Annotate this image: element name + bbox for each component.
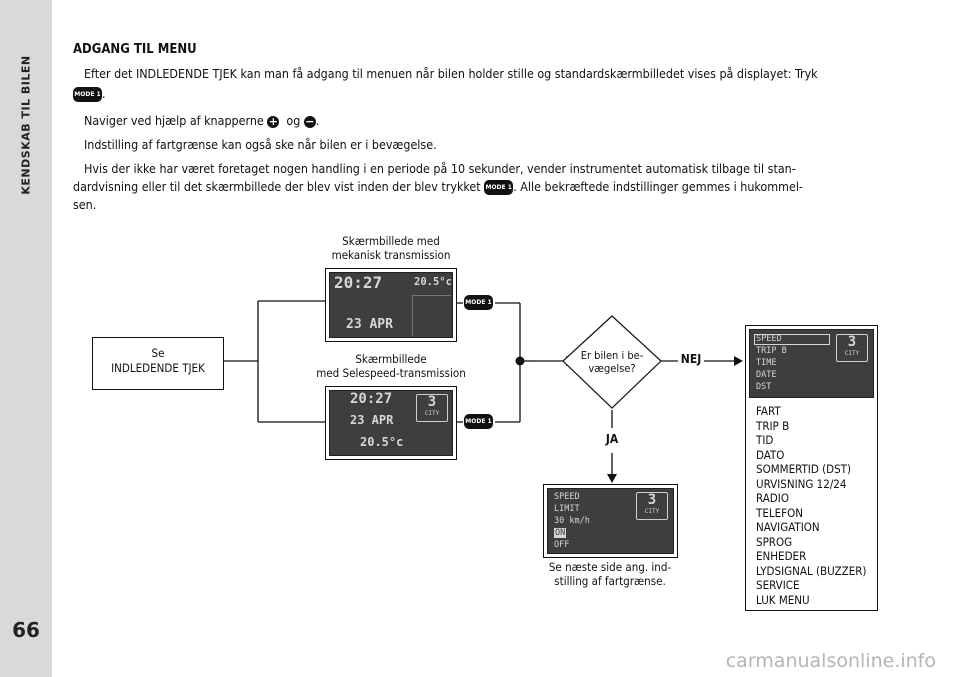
menu-item: LYDSIGNAL (BUZZER) — [756, 563, 867, 578]
decision-line-1: Er bilen i be- — [580, 349, 644, 362]
p2-mid: og — [286, 113, 301, 128]
mode-button-icon: MODE 1 — [73, 87, 102, 102]
menu-item: FART — [756, 404, 781, 418]
speed-caption-line-2: stilling af fartgrænse. — [554, 574, 666, 588]
paragraph-1-line-2: MODE 1. — [73, 86, 106, 102]
menu-item: SPROG — [756, 534, 793, 549]
mode-button-icon: MODE 1 — [464, 414, 493, 429]
selespeed-date: 23 APR — [350, 413, 394, 427]
speed-limit-off: OFF — [554, 540, 570, 550]
selespeed-gear: 3 — [427, 394, 437, 410]
mechanical-label-line-1: Skærmbillede med — [342, 234, 440, 248]
paragraph-4-line-1: Hvis der ikke har været foretaget nogen … — [84, 161, 796, 176]
sidebar: KENDSKAB TIL BILEN 66 — [0, 0, 52, 677]
mechanical-temperature: 20.5°c — [414, 276, 452, 288]
speed-gear-box: 3 CITY — [636, 492, 668, 520]
speed-limit-screen: SPEED LIMIT 30 km/h ON OFF 3 CITY — [547, 488, 674, 554]
initial-check-line-2: INDLEDENDE TJEK — [111, 361, 205, 375]
plus-button-icon: + — [267, 114, 280, 128]
p4-line2-end: . Alle bekræftede indstillinger gemmes i… — [513, 179, 803, 194]
mechanical-date: 23 APR — [346, 317, 393, 332]
selespeed-time: 20:27 — [350, 391, 393, 407]
decision-line-2: vægelse? — [588, 362, 636, 375]
menu-item: TRIP B — [756, 418, 790, 433]
speed-caption-line-1: Se næste side ang. ind- — [548, 560, 672, 574]
paragraph-4-line-2: dardvisning eller til det skærmbillede d… — [73, 179, 803, 195]
menu-item: DATO — [756, 447, 785, 462]
selespeed-screen: 20:27 23 APR 20.5°c 3 CITY — [329, 390, 453, 456]
menu-gear: 3 — [847, 334, 857, 350]
menu-item: SOMMERTID (DST) — [756, 462, 852, 476]
menu-highlight — [754, 334, 830, 345]
speed-gear-mode: CITY — [644, 508, 660, 515]
menu-items-list: FART TRIP B TID DATO SOMMERTID (DST) URV… — [756, 404, 866, 607]
mechanical-time: 20:27 — [334, 273, 383, 292]
menu-item: URVISNING 12/24 — [756, 476, 847, 491]
mechanical-screen-divider — [412, 295, 451, 336]
selespeed-gear-mode: CITY — [424, 410, 440, 417]
paragraph-2: Naviger ved hjælp af knapperne + og −. — [84, 113, 319, 129]
p2-start: Naviger ved hjælp af knapperne — [84, 113, 264, 128]
speed-limit-on: ON — [554, 528, 567, 538]
menu-gear-mode: CITY — [844, 350, 860, 357]
menu-gear-box: 3 CITY — [836, 334, 868, 362]
menu-item: TELEFON — [756, 505, 803, 520]
paragraph-4-line-3: sen. — [73, 197, 97, 212]
selespeed-label-line-1: Skærmbillede — [355, 352, 427, 366]
page-number: 66 — [12, 618, 40, 642]
initial-check-line-1: Se — [151, 346, 165, 360]
menu-screen-line: TRIP B — [756, 346, 787, 356]
menu-item: RADIO — [756, 491, 789, 505]
speed-limit-line: 30 km/h — [554, 516, 590, 526]
selespeed-gear-box: 3 CITY — [416, 394, 448, 422]
initial-check-box — [92, 337, 224, 390]
decision-no: NEJ — [680, 352, 702, 366]
mechanical-screen: 20:27 20.5°c 23 APR — [329, 272, 453, 338]
mode-button-icon: MODE 1 — [464, 295, 493, 310]
p2-end: . — [315, 113, 320, 128]
menu-screen-line: DATE — [756, 370, 777, 380]
mechanical-label-line-2: mekanisk transmission — [331, 248, 451, 262]
speed-limit-line: LIMIT — [554, 504, 580, 514]
menu-item: NAVIGATION — [756, 520, 820, 534]
p4-line2-start: dardvisning eller til det skærmbillede d… — [73, 179, 481, 194]
mode-button-icon: MODE 1 — [484, 180, 514, 195]
decision-yes: JA — [605, 432, 619, 446]
speed-limit-line: SPEED — [554, 492, 580, 502]
menu-screen-line: TIME — [756, 358, 777, 368]
menu-item: ENHEDER — [756, 549, 807, 563]
watermark: carmanualsonline.info — [725, 650, 936, 672]
paragraph-1-line-1: Efter det INDLEDENDE TJEK kan man få adg… — [84, 66, 818, 81]
page-heading: ADGANG TIL MENU — [73, 42, 197, 57]
paragraph-3: Indstilling af fartgrænse kan også ske n… — [84, 137, 437, 152]
selespeed-temperature: 20.5°c — [360, 435, 404, 449]
selespeed-label-line-2: med Selespeed-transmission — [316, 366, 466, 380]
p1-end: . — [102, 86, 106, 101]
menu-item: SERVICE — [756, 578, 800, 592]
minus-button-icon: − — [303, 114, 316, 128]
menu-screen-line: DST — [756, 382, 772, 392]
menu-item: TID — [756, 433, 774, 447]
menu-item: LUK MENU — [756, 592, 810, 607]
speed-gear: 3 — [647, 492, 657, 508]
menu-screen: SPEED TRIP B TIME DATE DST 3 CITY — [749, 329, 874, 398]
menu-screen-line: SPEED — [756, 334, 782, 344]
